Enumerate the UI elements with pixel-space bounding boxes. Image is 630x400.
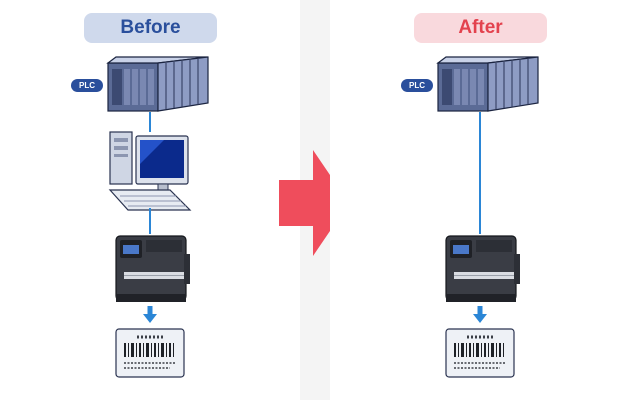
after-title: After (414, 13, 547, 43)
down-arrow-icon (473, 306, 487, 323)
connector-plc-printer (479, 112, 481, 234)
label-printer-icon (115, 235, 190, 302)
transition-arrow-icon (279, 150, 349, 256)
connector-computer-printer (149, 208, 151, 234)
before-title: Before (84, 13, 217, 43)
plc-label: PLC (71, 79, 103, 92)
label-printer-icon (445, 235, 520, 302)
plc-rack-icon (436, 56, 539, 112)
barcode-label-icon (445, 328, 515, 378)
plc-label: PLC (401, 79, 433, 92)
plc-rack-icon (106, 56, 209, 112)
before-panel: Before PLC (0, 0, 300, 400)
down-arrow-icon (143, 306, 157, 323)
computer-icon (108, 131, 192, 211)
after-panel: After PLC (330, 0, 630, 400)
connector-plc-computer (149, 112, 151, 132)
barcode-label-icon (115, 328, 185, 378)
